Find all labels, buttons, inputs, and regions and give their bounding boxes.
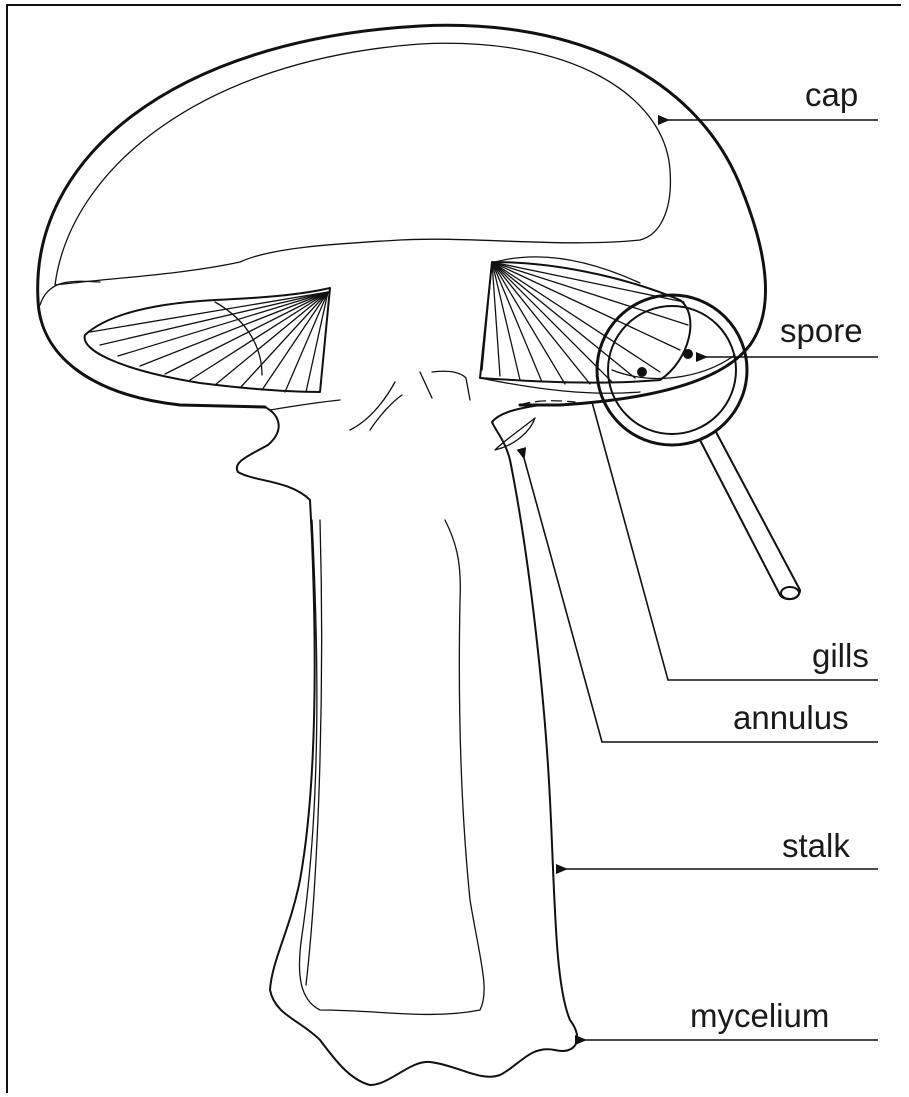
label-gills: gills (812, 637, 869, 674)
label-stalk: stalk (782, 827, 850, 864)
label-annulus: annulus (733, 699, 849, 736)
left-gills (85, 288, 330, 392)
mushroom-cap (38, 25, 766, 407)
label-mycelium: mycelium (690, 997, 829, 1034)
label-spore: spore (780, 312, 863, 349)
label-cap: cap (805, 76, 858, 113)
mushroom-stalk (237, 371, 577, 1085)
label-leaders (524, 120, 878, 1040)
gill-line (118, 292, 328, 356)
gill-line (492, 262, 688, 325)
spore-dot (683, 349, 693, 359)
labels: cap spore gills annulus stalk mycelium (690, 76, 869, 1034)
gill-line (482, 262, 492, 370)
spore-dot (637, 367, 647, 377)
magnifying-glass-icon (597, 295, 800, 599)
gill-line (492, 262, 565, 384)
gill-line (165, 292, 328, 374)
gill-line (90, 292, 328, 332)
gill-line (492, 262, 635, 378)
gill-line (492, 262, 680, 350)
right-gills (480, 257, 690, 393)
gill-line (262, 292, 328, 390)
gill-line (492, 262, 612, 382)
